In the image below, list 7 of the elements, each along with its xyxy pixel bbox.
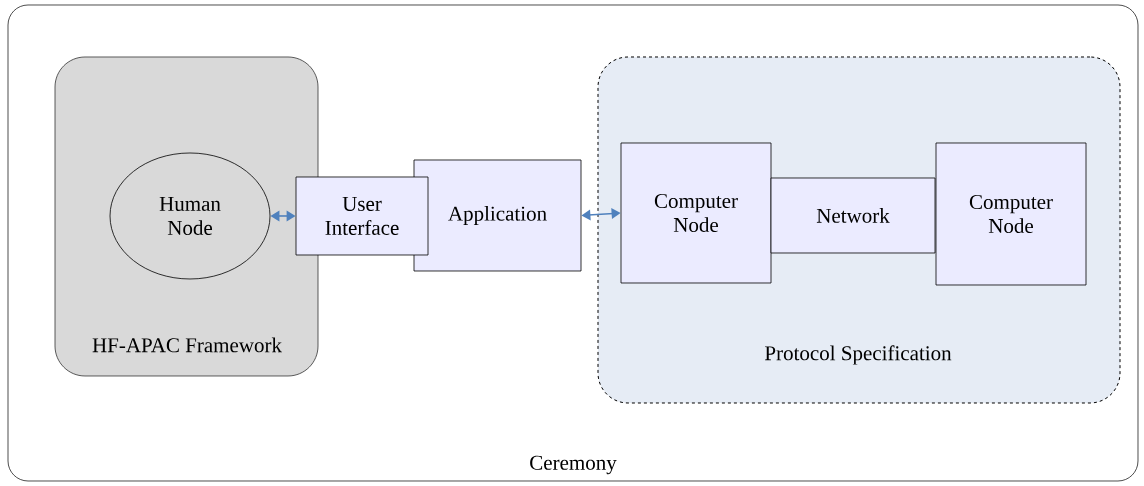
application-box: Application bbox=[413, 159, 582, 272]
network-box: Network bbox=[770, 177, 936, 254]
computer-node-box: Computer Node bbox=[620, 142, 772, 284]
interface-box: User Interface bbox=[295, 176, 429, 256]
arrow bbox=[581, 208, 621, 221]
computer-node-box: Computer Node bbox=[935, 142, 1087, 286]
arrow bbox=[270, 210, 296, 222]
